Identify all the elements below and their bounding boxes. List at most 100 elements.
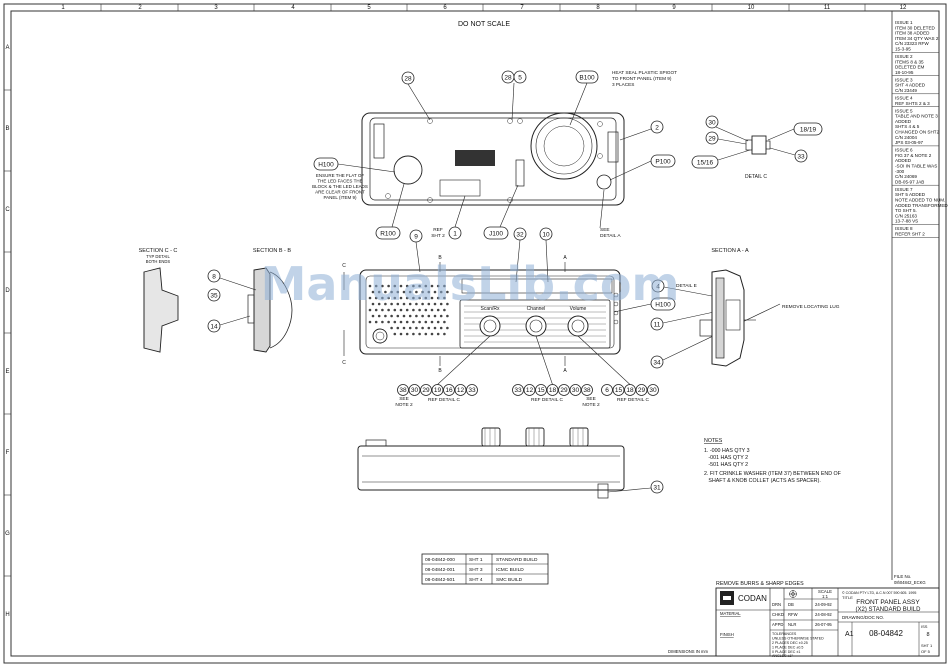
ref-sht2-a: REF (433, 227, 443, 233)
col-6: 6 (443, 5, 447, 11)
material-label: MATERIAL (720, 611, 741, 616)
build-desc-0: STANDARD BUILD (496, 557, 538, 563)
callout-h100a: H100 (318, 162, 334, 169)
build-code-1: 08-04842-001 (425, 567, 455, 573)
col-10: 10 (748, 5, 755, 11)
section-bb-label: SECTION B - B (253, 248, 292, 254)
drawing-title-1: FRONT PANEL ASSY (856, 599, 920, 606)
row-c: C (5, 207, 10, 213)
col-12: 12 (900, 5, 907, 11)
svg-text:A: A (563, 255, 567, 261)
notes-title: NOTES (704, 438, 723, 444)
rear-view (361, 112, 625, 206)
sheet-number: SHT 1 (921, 643, 933, 648)
callout-row_mid-0: 33 (514, 387, 522, 394)
svg-text:TYP DETAIL: TYP DETAIL (146, 254, 170, 259)
svg-text:1 PLACE DEC ±0.5: 1 PLACE DEC ±0.5 (772, 646, 803, 650)
callout-row_left-6: 33 (468, 387, 476, 394)
svg-text:APPD: APPD (772, 622, 783, 627)
callout-row_left-3: 19 (434, 387, 442, 394)
revision-line: C/N 23449 (895, 88, 917, 93)
revision-line: SHT 5 ADDED (895, 192, 926, 197)
svg-text:RFW: RFW (788, 612, 798, 617)
see-detail-a-1: SEE (600, 227, 610, 233)
row-zones: A B C D E F G H (4, 45, 11, 618)
svg-text:HEAT SEAL PLASTIC SPIGOT: HEAT SEAL PLASTIC SPIGOT (612, 70, 677, 75)
see-note-2a-2: NOTE 2 (395, 402, 413, 408)
revision-line: ITEM 34 QTY WAS 2 (895, 36, 939, 41)
revision-line: 18-10-95 (895, 70, 914, 75)
revision-line: FIG 37 & NOTE 2 (895, 153, 932, 158)
column-zones: 1 2 3 4 5 6 7 8 9 10 11 12 (61, 4, 907, 11)
svg-text:ARE CLEAR OF FRONT: ARE CLEAR OF FRONT (315, 190, 365, 195)
callout-35: 35 (210, 292, 218, 299)
revision-line: ISSUE 3 (895, 77, 913, 82)
watermark: ManualsLib.com (261, 257, 680, 311)
callout-15-16: 15/16 (697, 160, 714, 167)
revision-line: C/N 23323 RFW (895, 41, 929, 46)
callout-row_right-0: 6 (605, 387, 609, 394)
callout-row_left-1: 30 (411, 387, 419, 394)
row-g: G (5, 531, 10, 537)
revision-line: 13-7-88 VS (895, 219, 918, 224)
callout-5: 5 (518, 74, 522, 81)
builds-table: 08-04842-000 SHT 1 STANDARD BUILD 08-048… (421, 553, 549, 585)
note-line-4: 2. FIT CRINKLE WASHER (ITEM 37) BETWEEN … (704, 471, 842, 477)
svg-text:TO FRONT PANEL (ITEM 9): TO FRONT PANEL (ITEM 9) (612, 76, 672, 81)
revision-line: ISSUE 2 (895, 54, 913, 59)
svg-text:BLOCK & THE LED LEADS: BLOCK & THE LED LEADS (312, 184, 368, 189)
revision-line: TO SHT 5. (895, 208, 917, 213)
callout-18-19: 18/19 (800, 127, 817, 134)
drawing-size: A1 (845, 631, 854, 638)
row-e: E (5, 369, 9, 375)
top-callouts: 28 28 5 B100 HEAT SEAL PLASTIC SPIGOT TO… (312, 70, 677, 240)
svg-text:THE LED FACES THE: THE LED FACES THE (317, 179, 362, 184)
note-line-5: SHAFT & KNOB COLLET (ACTS AS SPACER). (704, 478, 821, 484)
copyright: © CODAN PTY LTD, A.C.N 007 590 605. 1995 (842, 591, 916, 595)
scale-label: SCALE (818, 589, 832, 594)
revision-line: ADDED (895, 158, 912, 163)
drawing-number: 08-04842 (869, 629, 903, 638)
callout-r100: R100 (380, 231, 396, 238)
svg-text:UNLESS OTHERWISE STATED: UNLESS OTHERWISE STATED (772, 637, 824, 641)
callout-29: 29 (708, 135, 716, 142)
callout-28a: 28 (404, 75, 412, 82)
mic-connector (372, 328, 388, 344)
svg-text:2 PLACES DEC ±0.25: 2 PLACES DEC ±0.25 (772, 641, 808, 645)
callout-row_left-0: 38 (399, 387, 407, 394)
callout-row_mid-1: 12 (526, 387, 534, 394)
svg-text:3 PLACES: 3 PLACES (612, 82, 634, 87)
callout-row_left-5: 12 (457, 387, 465, 394)
revision-line: C/N 24069 (895, 174, 917, 179)
revision-line: SHT 4 ADDED (895, 83, 926, 88)
col-5: 5 (367, 5, 371, 11)
revision-line: ITEM 30 DELETED (895, 25, 936, 30)
revision-line: REF SHTS 2 & 3 (895, 101, 930, 106)
issue-hdr: ISS (921, 624, 928, 629)
see-note-2b-2: NOTE 2 (582, 402, 600, 408)
svg-text:PANEL (ITEM 9): PANEL (ITEM 9) (323, 195, 357, 200)
build-sht-0: SHT 1 (469, 557, 483, 563)
callout-j100: J100 (489, 231, 503, 238)
callout-30: 30 (708, 119, 716, 126)
section-b-b: SECTION B - B 8 35 14 (207, 248, 293, 353)
ensure-flat-note: ENSURE THE FLAT OF THE LED FACES THE BLO… (312, 173, 368, 200)
channel-knob (525, 315, 547, 337)
r100-component (393, 155, 423, 185)
revision-line: DELETED EM (895, 65, 925, 70)
revision-line: ISSUE 4 (895, 96, 913, 101)
remove-burrs: REMOVE BURRS & SHARP EDGES (716, 581, 804, 587)
col-8: 8 (596, 5, 600, 11)
file-name: 08\04842_ECKG (894, 580, 926, 585)
drawing-border (10, 10, 940, 657)
revision-line: JPS 03-05-97 (895, 140, 924, 145)
revision-line: SHTS 4 & 5 (895, 124, 920, 129)
svg-text:B: B (438, 368, 442, 374)
row-d: D (5, 288, 10, 294)
callout-row_right-2: 18 (626, 387, 634, 394)
callout-34: 34 (653, 359, 661, 366)
side-view: 31 (357, 427, 664, 499)
svg-text:DRN: DRN (772, 602, 781, 607)
callout-row_left-4: 16 (445, 387, 453, 394)
